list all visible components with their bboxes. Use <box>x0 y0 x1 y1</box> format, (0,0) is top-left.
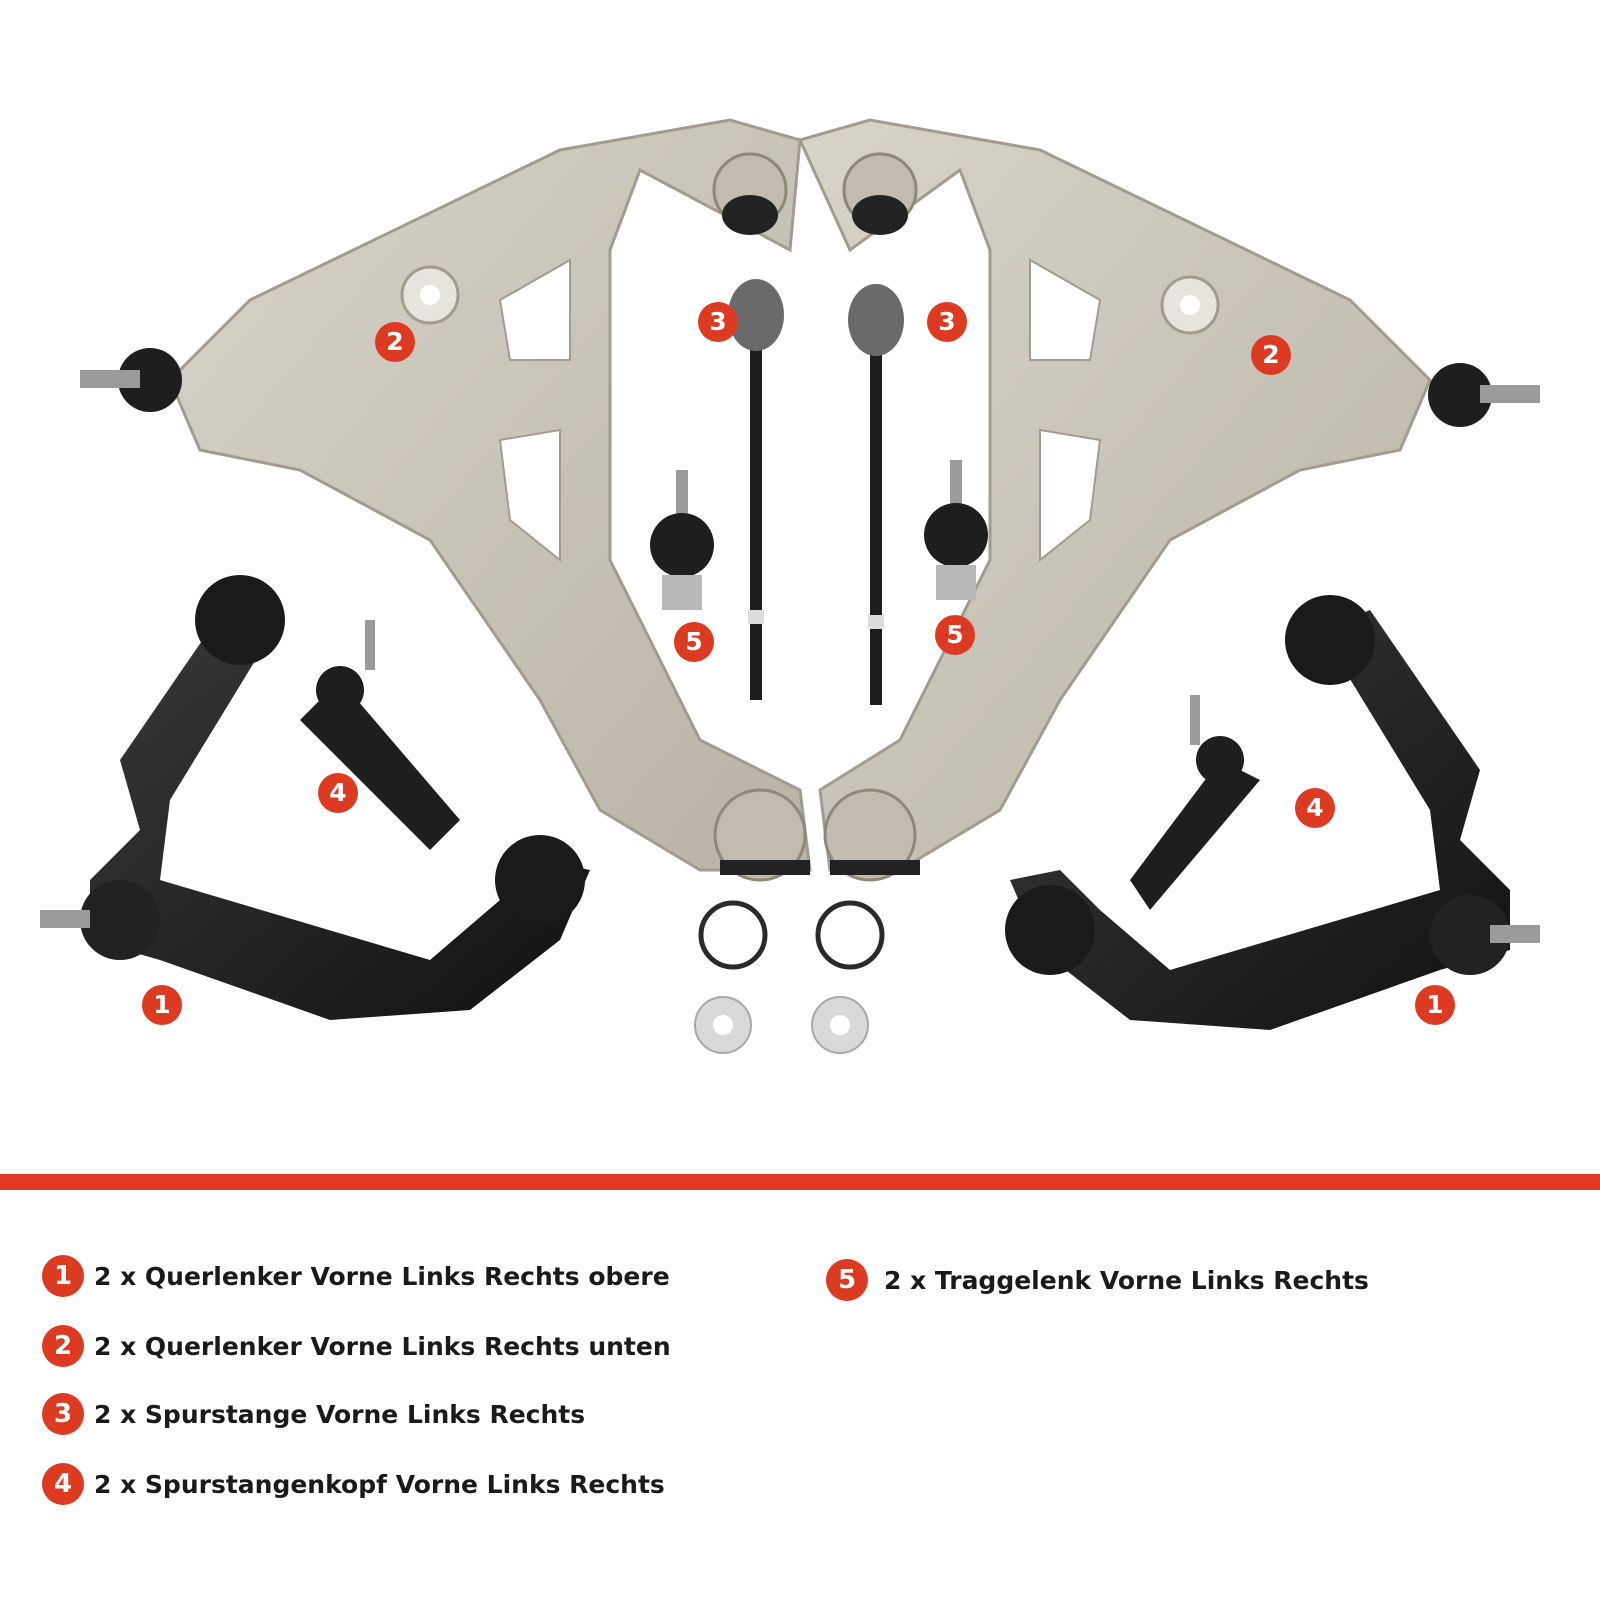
upper-control-arm-left <box>40 575 590 1020</box>
ball-joint-left <box>650 470 714 610</box>
legend-badge: 3 <box>42 1393 84 1435</box>
badge-upper-arm-right: 1 <box>1415 985 1455 1025</box>
badge-upper-arm-left: 1 <box>142 985 182 1025</box>
badge-lower-arm-right: 2 <box>1251 335 1291 375</box>
accent-divider <box>0 1174 1600 1190</box>
legend-item-5: 5 2 x Traggelenk Vorne Links Rechts <box>826 1259 1369 1301</box>
lower-control-arm-left <box>80 118 812 882</box>
washer-right <box>811 996 869 1054</box>
legend-badge: 2 <box>42 1325 84 1367</box>
badge-ball-joint-left: 5 <box>674 622 714 662</box>
legend-text: 2 x Spurstangenkopf Vorne Links Rechts <box>94 1469 665 1499</box>
legend-item-4: 4 2 x Spurstangenkopf Vorne Links Rechts <box>42 1463 665 1505</box>
snap-ring-right <box>815 900 885 970</box>
snap-ring-left <box>698 900 768 970</box>
legend-text: 2 x Traggelenk Vorne Links Rechts <box>884 1265 1369 1295</box>
badge-ball-joint-right: 5 <box>935 615 975 655</box>
legend-text: 2 x Querlenker Vorne Links Rechts unten <box>94 1331 671 1361</box>
badge-tie-rod-end-right: 4 <box>1295 788 1335 828</box>
inner-tie-rod-left <box>728 279 784 700</box>
tie-rod-end-left <box>300 620 460 850</box>
legend-item-3: 3 2 x Spurstange Vorne Links Rechts <box>42 1393 586 1435</box>
legend-badge: 4 <box>42 1463 84 1505</box>
badge-tie-rod-left: 3 <box>698 302 738 342</box>
legend-item-1: 1 2 x Querlenker Vorne Links Rechts ober… <box>42 1255 670 1297</box>
lower-control-arm-right <box>797 118 1540 882</box>
suspension-parts-photo <box>40 118 1540 1054</box>
legend-badge: 1 <box>42 1255 84 1297</box>
badge-tie-rod-right: 3 <box>927 302 967 342</box>
legend-item-2: 2 2 x Querlenker Vorne Links Rechts unte… <box>42 1325 671 1367</box>
ball-joint-right <box>924 460 988 600</box>
legend-badge: 5 <box>826 1259 868 1301</box>
inner-tie-rod-right <box>848 284 904 705</box>
washer-left <box>694 996 752 1054</box>
upper-control-arm-right <box>1005 595 1540 1030</box>
badge-tie-rod-end-left: 4 <box>318 773 358 813</box>
badge-lower-arm-left: 2 <box>375 322 415 362</box>
legend-text: 2 x Spurstange Vorne Links Rechts <box>94 1399 586 1429</box>
legend-text: 2 x Querlenker Vorne Links Rechts obere <box>94 1261 670 1291</box>
tie-rod-end-right <box>1130 695 1260 910</box>
